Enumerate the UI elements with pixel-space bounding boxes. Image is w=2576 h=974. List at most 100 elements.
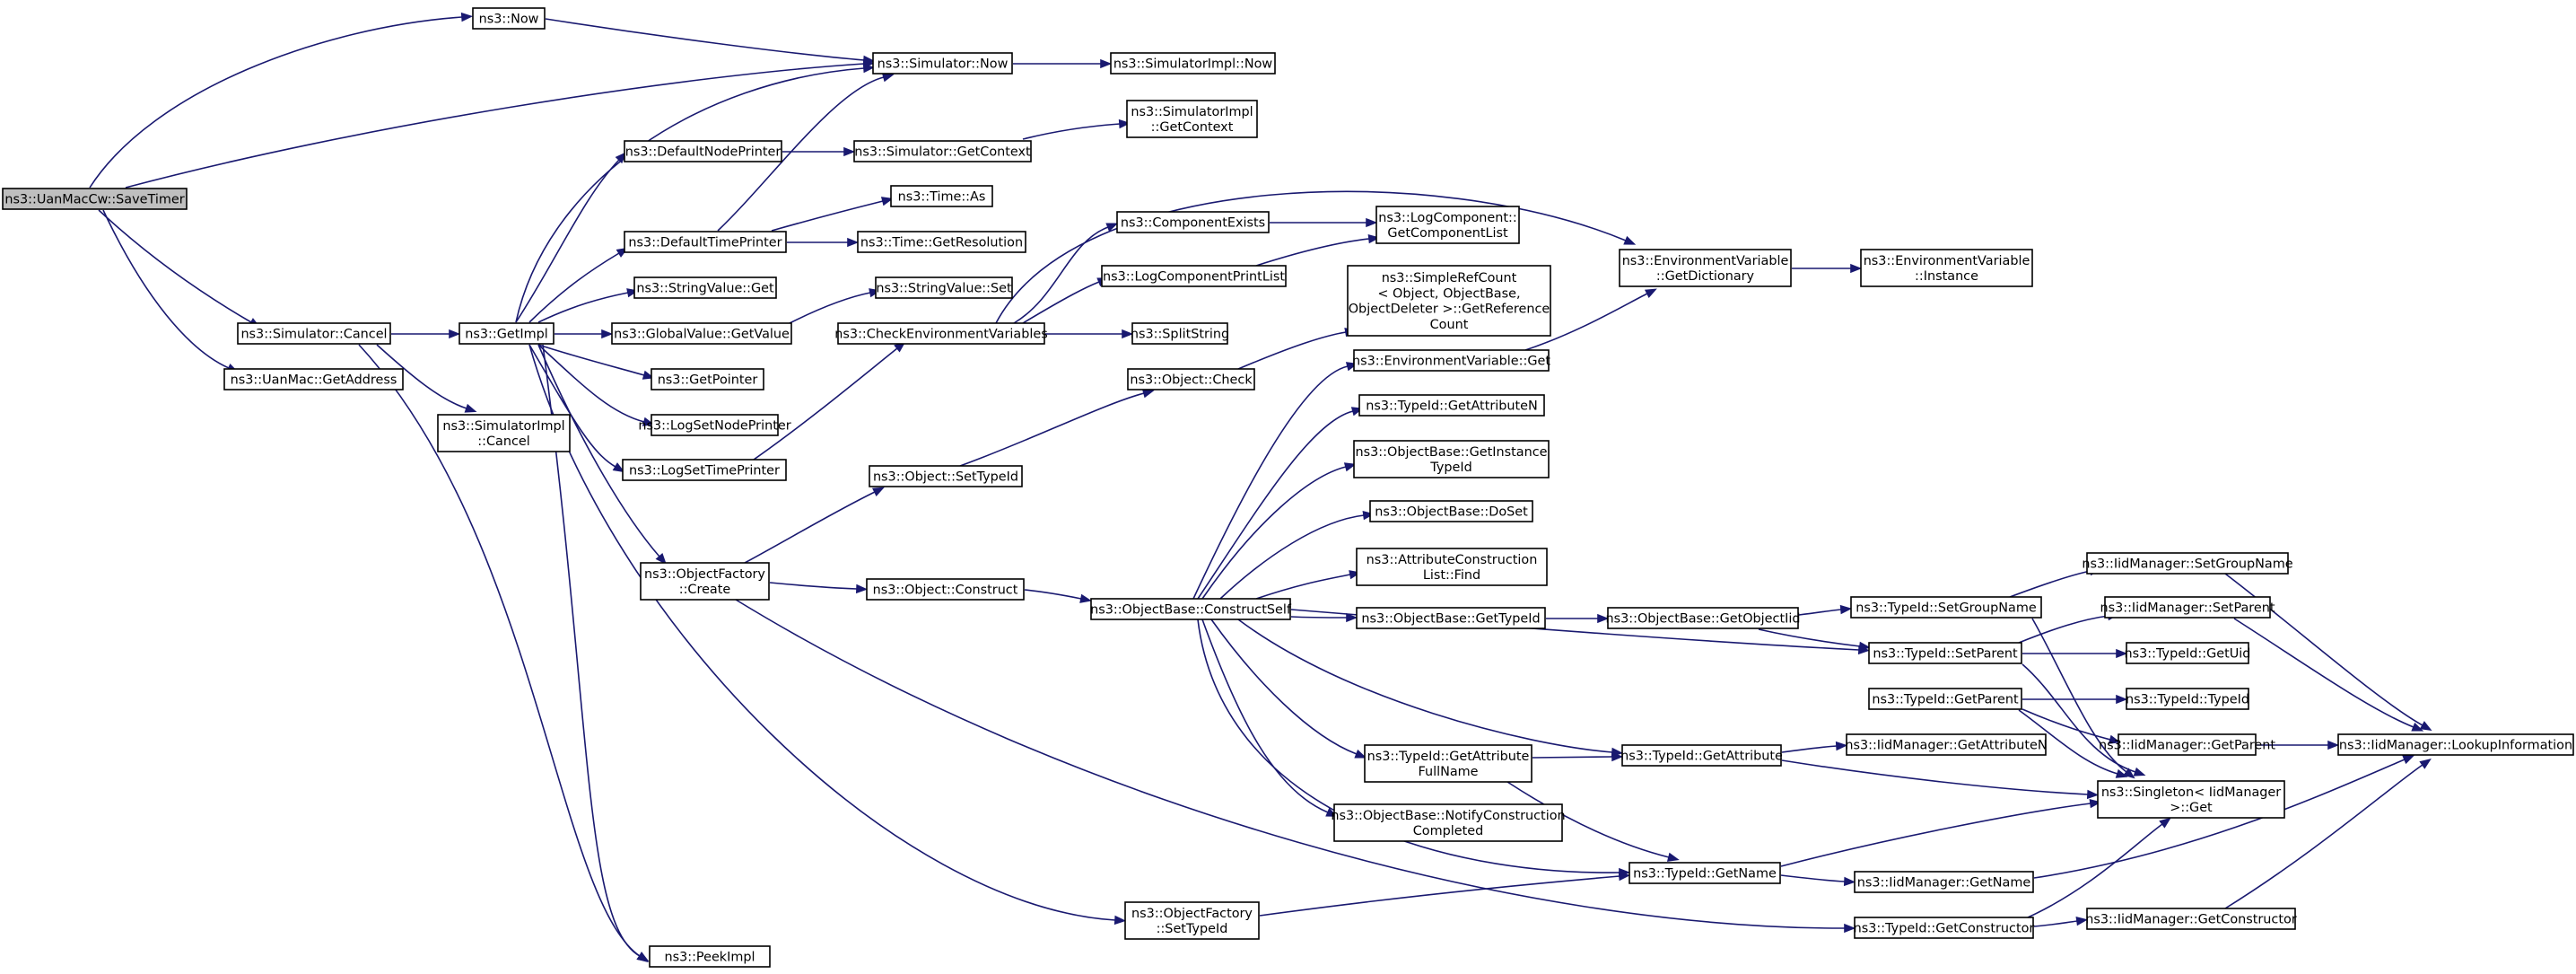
node-getimpl[interactable]: ns3::GetImpl: [458, 322, 554, 345]
node-box: [1356, 548, 1548, 586]
arrow-head-icon: [2133, 767, 2146, 777]
node-root[interactable]: ns3::UanMacCw::SaveTimer: [2, 188, 188, 210]
node-label: ns3::CheckEnvironmentVariables: [834, 328, 1047, 342]
node-objbasedoset[interactable]: ns3::ObjectBase::DoSet: [1369, 500, 1533, 522]
node-typeidsetparent[interactable]: ns3::TypeId::SetParent: [1868, 642, 2022, 664]
node-objcheck[interactable]: ns3::Object::Check: [1127, 368, 1255, 390]
node-timeas[interactable]: ns3::Time::As: [890, 185, 993, 207]
edge-typeidgetconstr-to-iidgetconstr: [2033, 916, 2089, 927]
node-typeidgetattr[interactable]: ns3::TypeId::GetAttribute: [1620, 744, 1783, 767]
node-typeidgetparent[interactable]: ns3::TypeId::GetParent: [1868, 688, 2022, 710]
node-simplerefcount[interactable]: ns3::SimpleRefCount< Object, ObjectBase,…: [1347, 265, 1551, 337]
node-iidsetgroup[interactable]: ns3::IidManager::SetGroupName: [2082, 552, 2293, 575]
node-simnow[interactable]: ns3::Simulator::Now: [872, 52, 1013, 75]
arrow-head-icon: [1118, 118, 1131, 129]
node-envget[interactable]: ns3::EnvironmentVariable::Get: [1352, 349, 1550, 372]
edge-root-to-simnow: [125, 58, 876, 189]
node-logcompget[interactable]: ns3::LogComponent::GetComponentList: [1375, 206, 1520, 244]
node-objfactcreate[interactable]: ns3::ObjectFactory::Create: [640, 562, 770, 601]
node-singletonget[interactable]: ns3::Singleton< IidManager>::Get: [2097, 780, 2285, 819]
node-simimplcancel[interactable]: ns3::SimulatorImpl::Cancel: [437, 414, 571, 452]
node-now[interactable]: ns3::Now: [472, 7, 546, 30]
node-box: [1854, 871, 2034, 893]
arrow-head-icon: [1644, 288, 1657, 298]
node-compexists[interactable]: ns3::ComponentExists: [1116, 211, 1270, 233]
node-objbaseconstructself[interactable]: ns3::ObjectBase::ConstructSelf: [1090, 598, 1292, 620]
node-typeidgetconstr[interactable]: ns3::TypeId::GetConstructor: [1854, 917, 2035, 939]
edge-line: [2009, 570, 2091, 598]
arrow-head-icon: [1141, 389, 1155, 399]
node-typeidgetname[interactable]: ns3::TypeId::GetName: [1629, 862, 1781, 884]
edge-line: [1022, 123, 1121, 140]
node-timegetres[interactable]: ns3::Time::GetResolution: [857, 231, 1026, 253]
arrow-head-icon: [1354, 749, 1367, 759]
node-iidgetname[interactable]: ns3::IidManager::GetName: [1854, 871, 2034, 893]
edge-getimpl-to-defnodeprinter: [515, 152, 627, 323]
node-simimplgetctx[interactable]: ns3::SimulatorImpl::GetContext: [1126, 100, 1258, 138]
edge-now-to-simnow: [545, 18, 876, 66]
node-typeidsetgroup[interactable]: ns3::TypeId::SetGroupName: [1850, 596, 2042, 619]
node-objsettypeid[interactable]: ns3::Object::SetTypeId: [869, 465, 1023, 487]
node-envinstance[interactable]: ns3::EnvironmentVariable::Instance: [1860, 249, 2033, 287]
node-box: [1621, 744, 1782, 767]
edge-checkenv-to-logcompprint: [1022, 277, 1110, 324]
edge-line: [1201, 619, 1329, 813]
edge-line: [1758, 628, 1861, 647]
node-iidsetparent[interactable]: ns3::IidManager::SetParent: [2100, 596, 2275, 619]
node-objbasenotify[interactable]: ns3::ObjectBase::NotifyConstructionCompl…: [1331, 803, 1566, 842]
node-label: ns3::ComponentExists: [1121, 216, 1265, 231]
edge-typeidgetparent-to-singletonget: [2018, 709, 2128, 778]
node-iidlookup[interactable]: ns3::IidManager::LookupInformation: [2337, 733, 2574, 756]
arrow-head-icon: [636, 952, 650, 962]
edge-checkenv-to-splitstring: [1045, 329, 1134, 339]
edge-getimpl-to-objfactsettypeid: [528, 344, 1127, 926]
node-strvalget[interactable]: ns3::StringValue::Get: [633, 276, 777, 299]
node-splitstring[interactable]: ns3::SplitString: [1131, 322, 1229, 345]
node-deftimeprinter[interactable]: ns3::DefaultTimePrinter: [624, 231, 787, 253]
node-objconstruct[interactable]: ns3::Object::Construct: [866, 578, 1025, 601]
edge-objcheck-to-simplerefcount: [1237, 328, 1357, 370]
arrow-head-icon: [2419, 721, 2432, 731]
node-objbasegettypeid[interactable]: ns3::ObjectBase::GetTypeId: [1356, 607, 1546, 629]
node-box: [857, 231, 1026, 253]
node-getpointer[interactable]: ns3::GetPointer: [651, 368, 764, 390]
node-checkenv[interactable]: ns3::CheckEnvironmentVariables: [834, 322, 1048, 345]
node-label: ns3::SplitString: [1131, 328, 1229, 342]
edge-typeidsetgroup-to-singletonget: [2031, 618, 2135, 779]
node-envgetdict[interactable]: ns3::EnvironmentVariable::GetDictionary: [1619, 249, 1792, 287]
node-objbasegetobjiid[interactable]: ns3::ObjectBase::GetObjectIid: [1606, 607, 1801, 629]
edge-line: [1197, 410, 1354, 600]
node-logsettime[interactable]: ns3::LogSetTimePrinter: [622, 459, 787, 481]
node-iidgetattrn[interactable]: ns3::IidManager::GetAttributeN: [1845, 733, 2048, 756]
node-objfactsettypeid[interactable]: ns3::ObjectFactory::SetTypeId: [1124, 901, 1260, 940]
node-box: [1353, 440, 1550, 478]
node-uanmacgetaddr[interactable]: ns3::UanMac::GetAddress: [223, 368, 404, 390]
node-defnodeprinter[interactable]: ns3::DefaultNodePrinter: [624, 140, 782, 162]
node-simgetctx[interactable]: ns3::Simulator::GetContext: [853, 140, 1032, 162]
node-logcompprint[interactable]: ns3::LogComponentPrintList: [1101, 265, 1287, 287]
node-globalget[interactable]: ns3::GlobalValue::GetValue: [611, 322, 792, 345]
node-label: ns3::StringValue::Set: [876, 282, 1012, 296]
node-typeidgetuid[interactable]: ns3::TypeId::GetUid: [2125, 642, 2251, 664]
node-iidgetconstr[interactable]: ns3::IidManager::GetConstructor: [2085, 908, 2297, 930]
node-label: ns3::IidManager::SetGroupName: [2082, 557, 2292, 572]
node-label: ns3::Object::Construct: [873, 584, 1018, 598]
node-typeidtypeid[interactable]: ns3::TypeId::TypeId: [2126, 688, 2249, 710]
node-box: [1124, 901, 1260, 940]
arrow-head-icon: [2419, 758, 2432, 769]
node-typeidgetattrn[interactable]: ns3::TypeId::GetAttributeN: [1358, 394, 1545, 417]
node-simimplnow[interactable]: ns3::SimulatorImpl::Now: [1110, 52, 1276, 75]
node-box: [1364, 744, 1533, 783]
node-simcancel[interactable]: ns3::Simulator::Cancel: [237, 322, 391, 345]
node-iidgetparent[interactable]: ns3::IidManager::GetParent: [2099, 733, 2275, 756]
arrow-head-icon: [1597, 613, 1610, 624]
node-label: GetComponentList: [1387, 226, 1508, 241]
node-strvalset[interactable]: ns3::StringValue::Set: [875, 276, 1013, 299]
node-logsetnode[interactable]: ns3::LogSetNodePrinter: [638, 414, 791, 436]
node-label: ns3::GlobalValue::GetValue: [614, 328, 790, 342]
node-peekimpl[interactable]: ns3::PeekImpl: [649, 945, 771, 968]
